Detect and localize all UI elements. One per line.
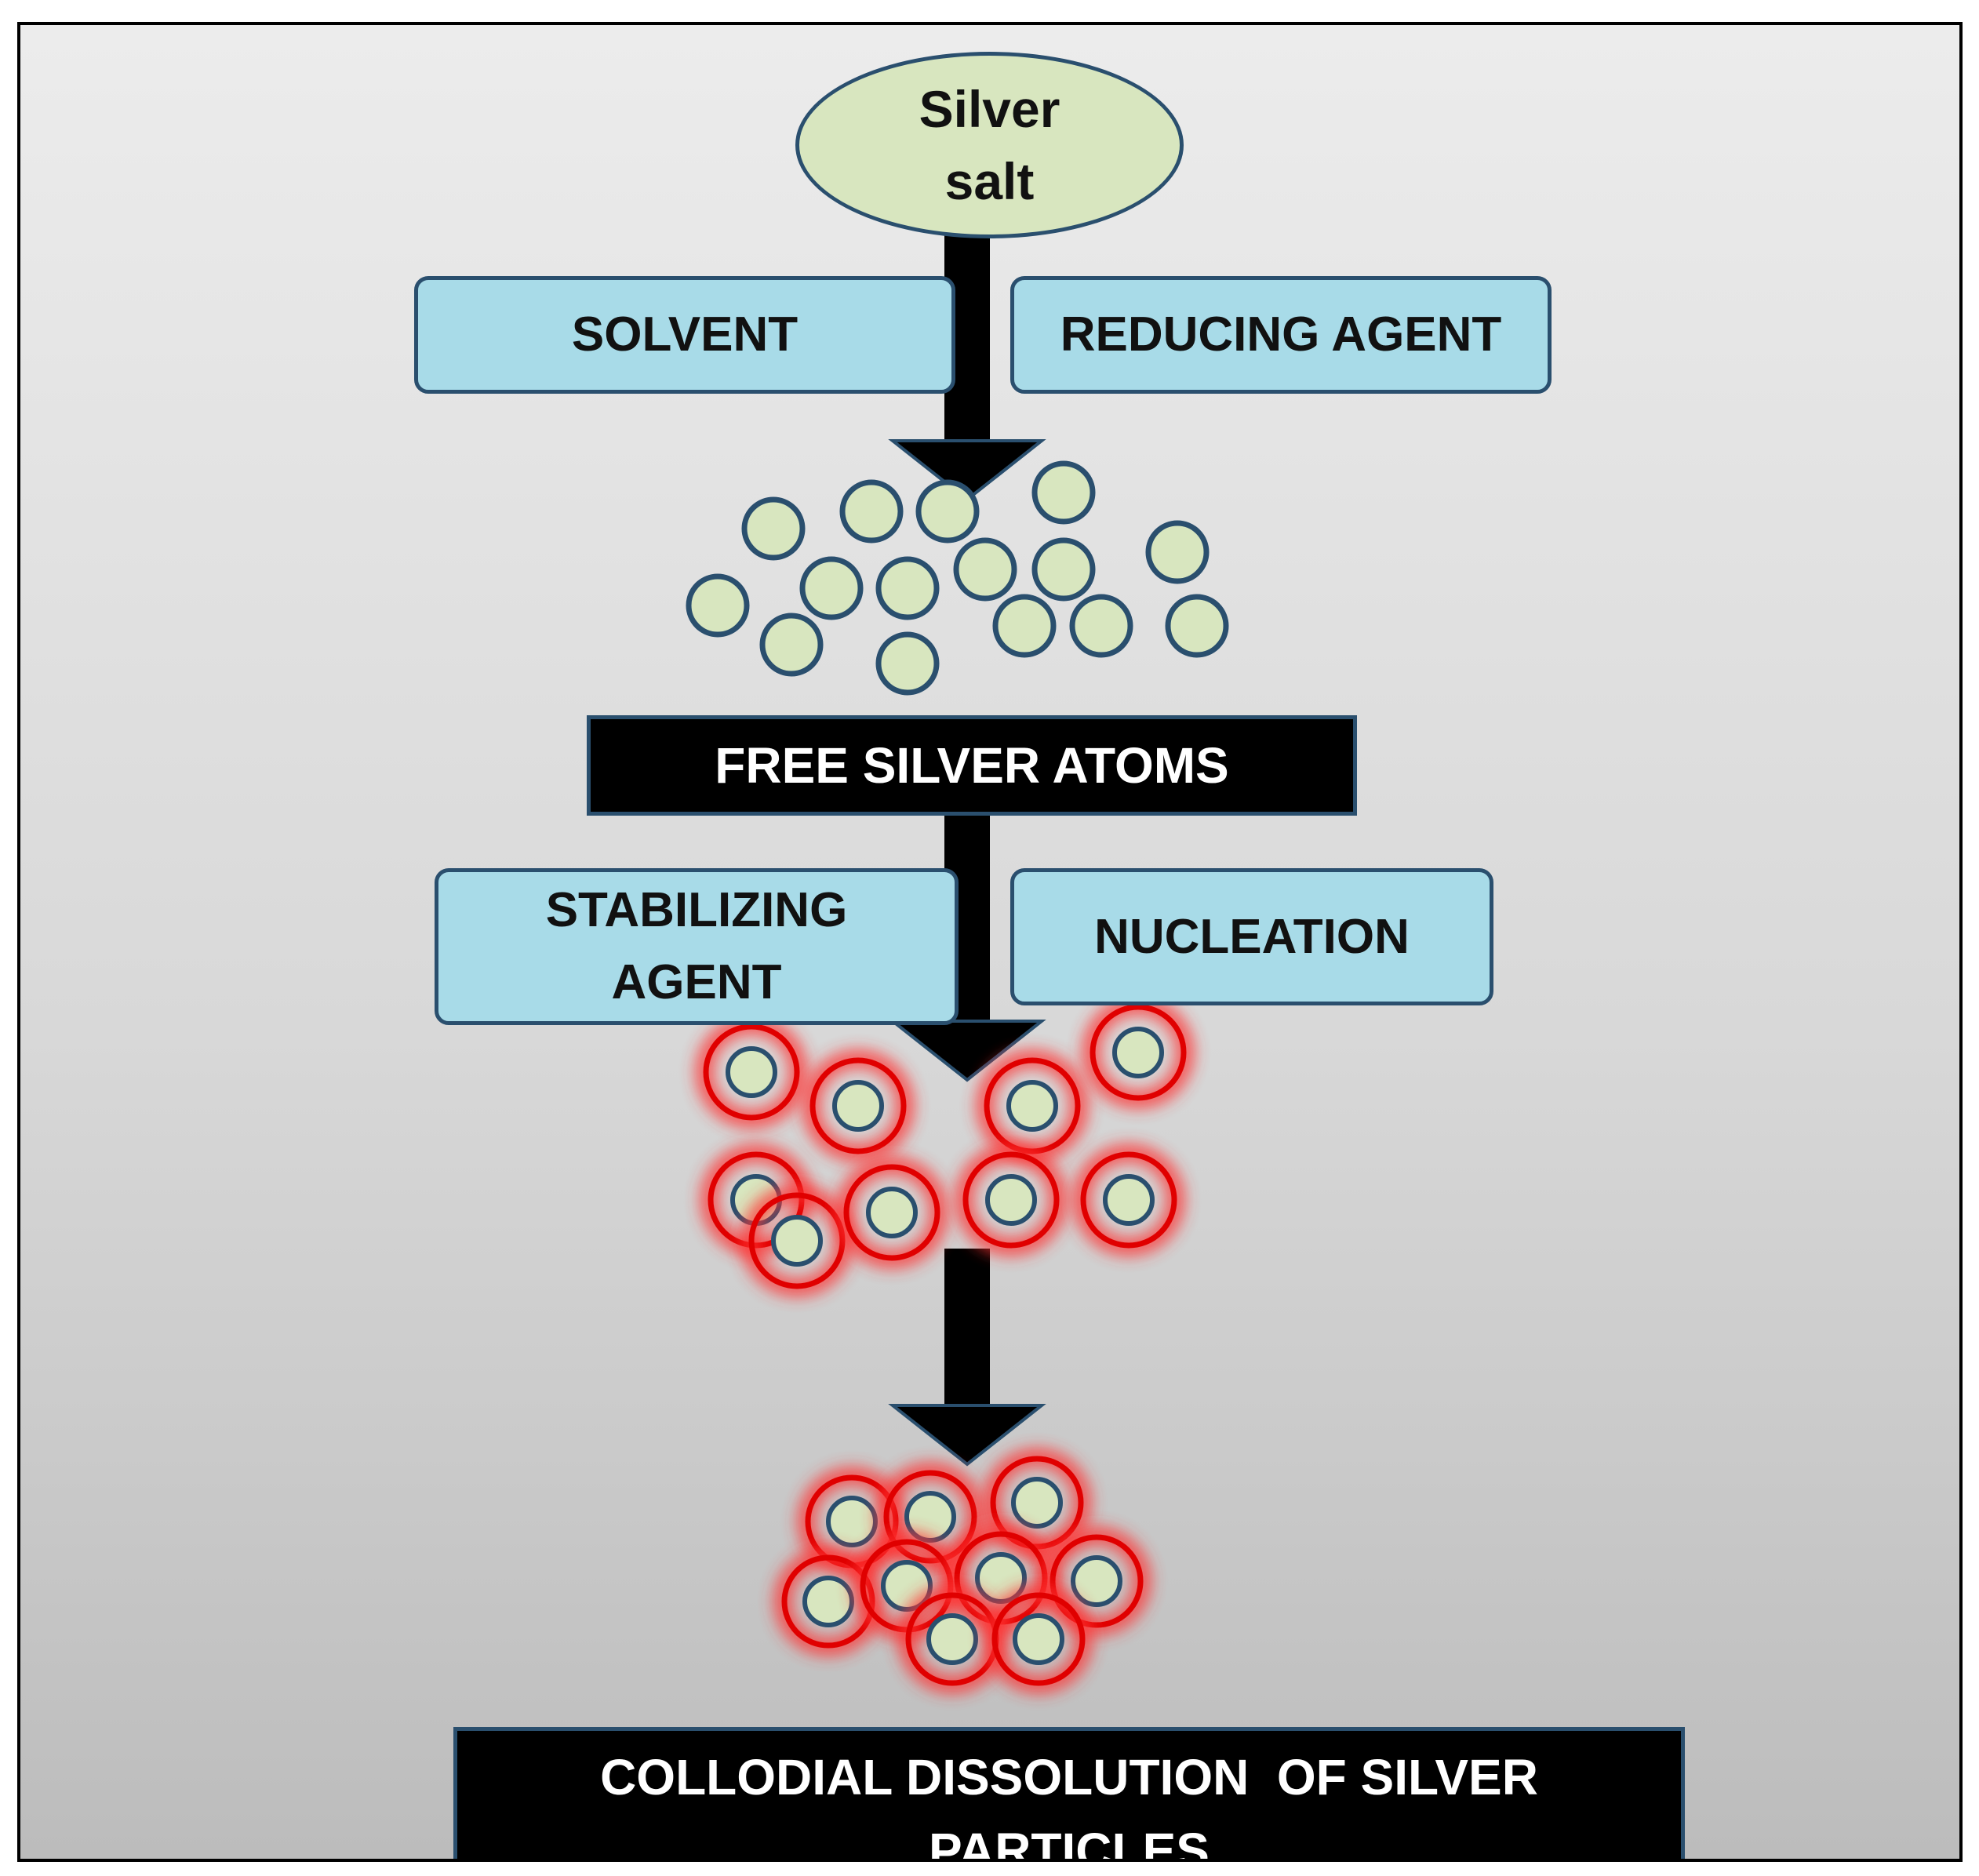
silver-atom [875, 556, 940, 620]
free-silver-atoms-label: FREE SILVER ATOMS [715, 737, 1229, 794]
colloidal-particle [984, 1585, 1093, 1693]
stabilizing-agent-line1: STABILIZING [545, 883, 848, 937]
silver-atom [741, 496, 806, 561]
stabilized-particle [836, 1157, 948, 1268]
silver-atom [686, 573, 750, 638]
silver-salt-line2: salt [944, 152, 1035, 210]
figure-frame: Silver salt SOLVENT REDUCING AGENT FREE … [17, 22, 1963, 1862]
silver-atom [759, 613, 824, 677]
colloidal-line2: PARTICLES [929, 1823, 1210, 1862]
silver-salt-node: Silver salt [795, 52, 1184, 238]
silver-atom [875, 631, 940, 696]
colloidal-particle [876, 1463, 984, 1571]
silver-atom [1031, 460, 1096, 525]
colloidal-line1: COLLODIAL DISSOLUTION OF SILVER [600, 1749, 1538, 1805]
free-silver-atoms-band: FREE SILVER ATOMS [587, 715, 1357, 816]
silver-atom [799, 556, 864, 620]
silver-salt-line1: Silver [919, 80, 1060, 138]
free-silver-atoms-cluster [686, 460, 1229, 696]
stabilized-particle [955, 1144, 1067, 1256]
stabilizing-agent-line2: AGENT [611, 955, 782, 1009]
silver-atom [1069, 594, 1133, 658]
silver-atom [1165, 594, 1229, 658]
stabilized-particle [1073, 1144, 1184, 1256]
colloidal-particles-cluster [774, 1449, 1151, 1693]
stabilized-particle [977, 1050, 1088, 1162]
solvent-box: SOLVENT [414, 276, 955, 394]
silver-atom [1145, 520, 1210, 584]
reducing-agent-label: REDUCING AGENT [1060, 307, 1502, 362]
stabilizing-agent-box: STABILIZING AGENT [435, 868, 959, 1025]
nucleation-box: NUCLEATION [1010, 868, 1493, 1005]
arrow-particles-to-colloid [888, 1249, 1046, 1467]
stabilized-particle [802, 1050, 914, 1162]
stabilized-particle [1082, 997, 1194, 1108]
silver-atom [915, 479, 980, 544]
stabilized-nuclei-cluster [696, 997, 1194, 1296]
reducing-agent-box: REDUCING AGENT [1010, 276, 1552, 394]
silver-atom [1031, 537, 1096, 602]
silver-atom [953, 537, 1017, 602]
colloidal-dissolution-band: COLLODIAL DISSOLUTION OF SILVER PARTICLE… [453, 1727, 1685, 1862]
diagram-art [686, 217, 1229, 1693]
colloidal-particle [1042, 1527, 1151, 1635]
nucleation-label: NUCLEATION [1094, 909, 1410, 964]
silver-atom [839, 479, 904, 544]
solvent-label: SOLVENT [571, 307, 799, 362]
arrow-salt-to-atoms [888, 217, 1046, 502]
stabilized-particle [696, 1016, 807, 1128]
silver-atom [992, 594, 1057, 658]
